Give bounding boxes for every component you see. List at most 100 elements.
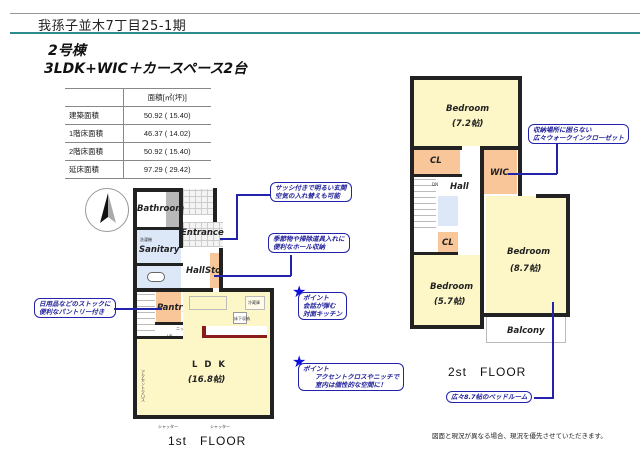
wic-label: WIC [490, 168, 509, 178]
callout-line [220, 238, 238, 240]
table-header-row: 面積[㎡(坪)] [65, 88, 211, 107]
bedroom-8-7 [486, 196, 566, 313]
wall [133, 288, 213, 292]
wall [518, 76, 522, 196]
wall [155, 322, 183, 325]
closet-2 [438, 232, 458, 252]
cl2-label: CL [442, 238, 454, 248]
row-value: 50.92 ( 15.40) [122, 142, 211, 161]
wall [137, 336, 183, 339]
wall [410, 174, 462, 177]
bedroom3-label: Bedroom [507, 247, 551, 257]
accent-cloth-label: アクセントクロス [141, 370, 146, 402]
wall [480, 146, 484, 329]
entrance [183, 222, 223, 247]
wall [410, 252, 458, 255]
callout-line [114, 308, 162, 310]
row-label: 1階床面積 [65, 124, 123, 143]
bedroom1-size: (7.2帖) [452, 119, 484, 129]
hall2-label: Hall [450, 182, 469, 192]
footer-note: 図面と現況が異なる場合、現況を優先させていただきます。 [432, 432, 607, 440]
wall [133, 263, 183, 266]
entrance-label: Entrance [181, 228, 224, 238]
wall [213, 188, 217, 222]
hall-storage [210, 253, 219, 288]
wall [219, 248, 223, 292]
pantry [156, 292, 181, 322]
stairs-2f [414, 178, 436, 228]
callout-line [534, 397, 554, 399]
callout-line [290, 255, 292, 276]
row-label: 2階床面積 [65, 142, 123, 161]
wall [536, 194, 570, 198]
dn-label: DN [432, 182, 439, 187]
balcony-label: Balcony [507, 326, 545, 336]
teal-rule [10, 32, 640, 34]
site-name: 我孫子並木7丁目25-1期 [38, 19, 187, 34]
cl1-label: CL [430, 156, 442, 166]
building-number: 2号棟 [48, 43, 86, 59]
kitchen [183, 292, 270, 341]
wall [133, 188, 183, 192]
row-value: 50.92 ( 15.40) [122, 106, 211, 125]
plan-type: 3LDK+WIC＋カースペース2台 [44, 61, 248, 77]
wall [480, 313, 570, 317]
fridge-label: 冷蔵庫 [248, 300, 260, 305]
callout-entrance: サッシ付きで明るい玄関 空気の入れ替えも可能 [270, 182, 352, 202]
wall [219, 288, 274, 292]
callout-line [552, 302, 554, 398]
wall [133, 188, 137, 419]
shutter-label-1: シャッター [158, 424, 178, 429]
wic [484, 150, 517, 194]
callout-line [508, 173, 557, 175]
callout-bedroom: 広々8.7帖のベッドルーム [446, 391, 533, 403]
callout-line [236, 194, 270, 196]
sanitary [137, 230, 181, 263]
ldk-size: (16.8帖) [188, 375, 226, 385]
wall [410, 76, 414, 329]
top-rule [10, 13, 640, 14]
callout-wic: 収納場所に困らない 広々ウォークインクローゼット [528, 124, 629, 144]
wall [410, 146, 462, 150]
bedroom-5-7 [414, 255, 482, 325]
washer-label: 洗濯機 [140, 237, 152, 242]
stairs [137, 292, 155, 337]
entrance-porch [183, 189, 213, 215]
row-value: 46.37 ( 14.02) [122, 124, 211, 143]
floor-2-title: 2st FLOOR [448, 365, 527, 379]
bedroom2-size: (5.7帖) [434, 297, 466, 307]
row-label: 延床面積 [65, 160, 123, 179]
callout-line [556, 144, 558, 174]
pantry-label: Pantry [157, 303, 189, 313]
niche-label: ニッチ [176, 326, 188, 331]
bedroom3-size: (8.7帖) [510, 264, 542, 274]
wall [179, 188, 183, 248]
sanitary-label: Sanitary [139, 245, 180, 255]
callout-pantry: 日用品などのストックに 便利なパントリー付き [34, 298, 116, 318]
callout-accent: ポイント アクセントクロスやニッチで 室内は個性的な空間に！ [298, 363, 405, 391]
bedroom-7-2 [414, 80, 518, 146]
hall [183, 248, 213, 288]
shutter-label-2: シャッター [210, 424, 230, 429]
callout-line [214, 275, 291, 277]
north-compass-icon [85, 188, 129, 232]
wall [133, 415, 274, 419]
wall [270, 288, 274, 419]
toilet [137, 266, 181, 288]
wall [410, 325, 484, 329]
callout-line [236, 194, 238, 239]
bathroom-label: Bathroom [137, 204, 185, 214]
callout-hall-storage: 季節物や掃除道具入れに 便利なホール収納 [268, 233, 350, 253]
hall-label: Hall [186, 266, 205, 276]
bathroom [137, 192, 181, 227]
bedroom1-label: Bedroom [446, 104, 490, 114]
table-header: 面積[㎡(坪)] [122, 88, 211, 107]
wall [410, 76, 522, 80]
storage-label: Sto. [205, 266, 225, 276]
bedroom2-label: Bedroom [430, 282, 474, 292]
